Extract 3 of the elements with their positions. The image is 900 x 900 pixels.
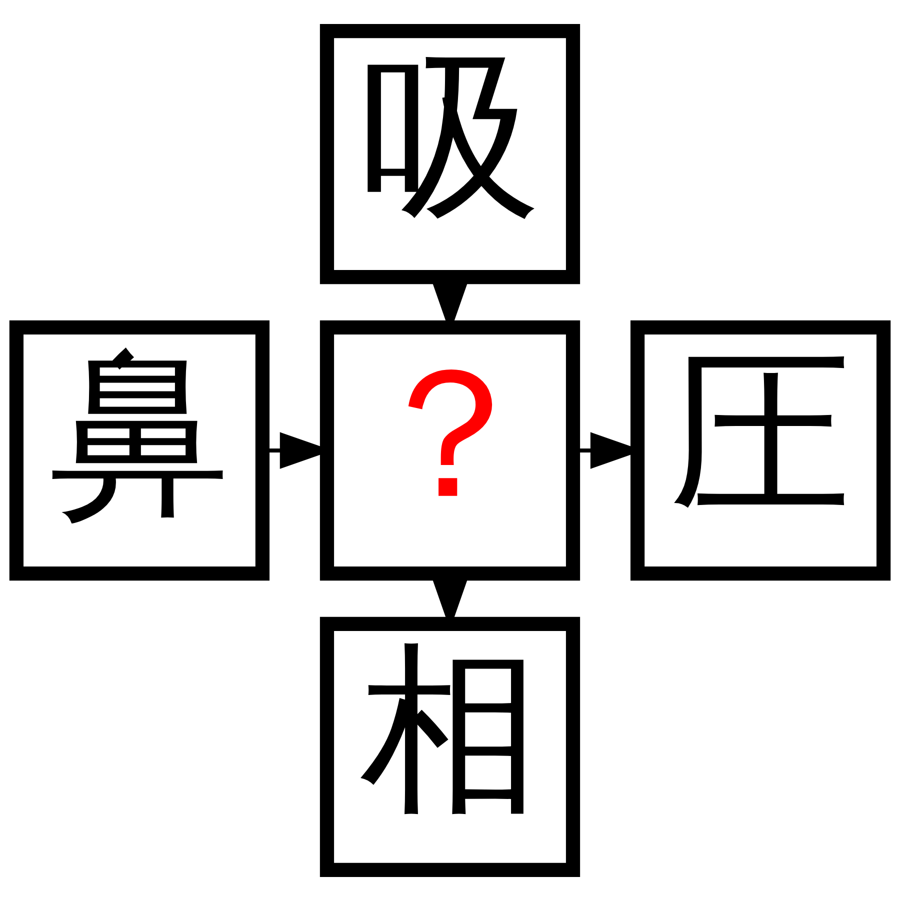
node-box: 相 <box>320 616 580 876</box>
node-box: 圧 <box>630 320 891 580</box>
node-box: 鼻 <box>9 320 270 580</box>
